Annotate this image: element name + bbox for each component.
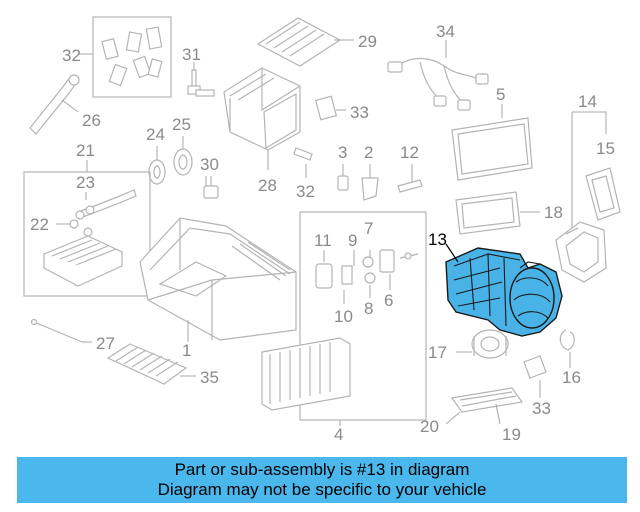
part-1-lower-case — [139, 217, 297, 342]
callout-14: 14 — [578, 92, 597, 111]
callout-22: 22 — [30, 215, 49, 234]
callout-27: 27 — [96, 334, 115, 353]
callout-12: 12 — [400, 143, 419, 162]
callout-10: 10 — [334, 307, 353, 326]
part-12-screw — [397, 164, 423, 193]
callout-30: 30 — [200, 155, 219, 174]
callout-20: 20 — [420, 417, 439, 436]
part-4-evaporator-box — [261, 211, 427, 426]
part-33-resistor — [523, 355, 547, 398]
part-31-bolt — [187, 62, 215, 97]
callout-3: 3 — [338, 143, 347, 162]
callout-labels: 32 26 31 29 34 5 14 33 24 25 21 30 3 2 1… — [30, 22, 615, 444]
part-34-harness — [387, 40, 489, 111]
parts-diagram: 32 26 31 29 34 5 14 33 24 25 21 30 3 2 1… — [23, 16, 621, 444]
callout-31: 31 — [182, 45, 201, 64]
callout-18: 18 — [544, 203, 563, 222]
callout-2: 2 — [364, 143, 373, 162]
callout-29: 29 — [358, 32, 377, 51]
part-25-ring — [173, 136, 193, 176]
callout-21: 21 — [76, 141, 95, 160]
part-19-20-duct — [445, 387, 524, 425]
callout-19: 19 — [502, 425, 521, 444]
part-3-fastener — [337, 164, 349, 191]
part-13-blower-assembly — [445, 243, 563, 337]
callout-23: 23 — [76, 173, 95, 192]
part-33-clip — [314, 95, 346, 121]
callout-7: 7 — [364, 219, 373, 238]
callout-16: 16 — [562, 368, 581, 387]
part-14-15-seal-group — [555, 111, 621, 283]
callout-28: 28 — [258, 176, 277, 195]
part-24-ring — [148, 146, 166, 185]
callout-25: 25 — [172, 115, 191, 134]
part-21-heater-core-box — [23, 160, 151, 297]
callout-9: 9 — [348, 231, 357, 250]
callout-33c: 33 — [532, 399, 551, 418]
part-32-screw — [293, 147, 313, 178]
part-16-clip — [559, 329, 575, 368]
part-35-grid — [106, 343, 196, 385]
part-2-bracket — [361, 164, 379, 201]
banner-line-2: Diagram may not be specific to your vehi… — [157, 480, 487, 499]
callout-1: 1 — [182, 341, 191, 360]
callout-35: 35 — [200, 368, 219, 387]
callout-6: 6 — [384, 291, 393, 310]
callout-13: 13 — [428, 230, 447, 249]
callout-5: 5 — [496, 85, 505, 104]
part-30-actuator — [203, 176, 219, 199]
callout-11: 11 — [314, 231, 332, 250]
callout-17: 17 — [428, 343, 447, 362]
banner-line-1: Part or sub-assembly is #13 in diagram — [174, 460, 470, 479]
part-29-filter — [256, 17, 354, 67]
part-18-filter — [455, 191, 540, 235]
part-5-filter — [451, 104, 533, 181]
callout-32: 32 — [296, 182, 315, 201]
part-28-upper-housing — [223, 67, 301, 170]
callout-34: 34 — [436, 22, 455, 41]
part-33-clips-box — [78, 16, 172, 98]
callout-33: 32 — [62, 46, 81, 65]
callout-24: 24 — [146, 125, 165, 144]
callout-4: 4 — [334, 425, 343, 444]
callout-33b: 33 — [350, 103, 369, 122]
callout-26: 26 — [82, 111, 101, 130]
info-banner: Part or sub-assembly is #13 in diagram D… — [17, 457, 627, 503]
part-17-blower-motor — [456, 329, 509, 359]
callout-8: 8 — [364, 299, 373, 318]
part-26-rod — [29, 74, 80, 135]
callout-15: 15 — [596, 139, 615, 158]
part-27-rod — [30, 318, 92, 343]
